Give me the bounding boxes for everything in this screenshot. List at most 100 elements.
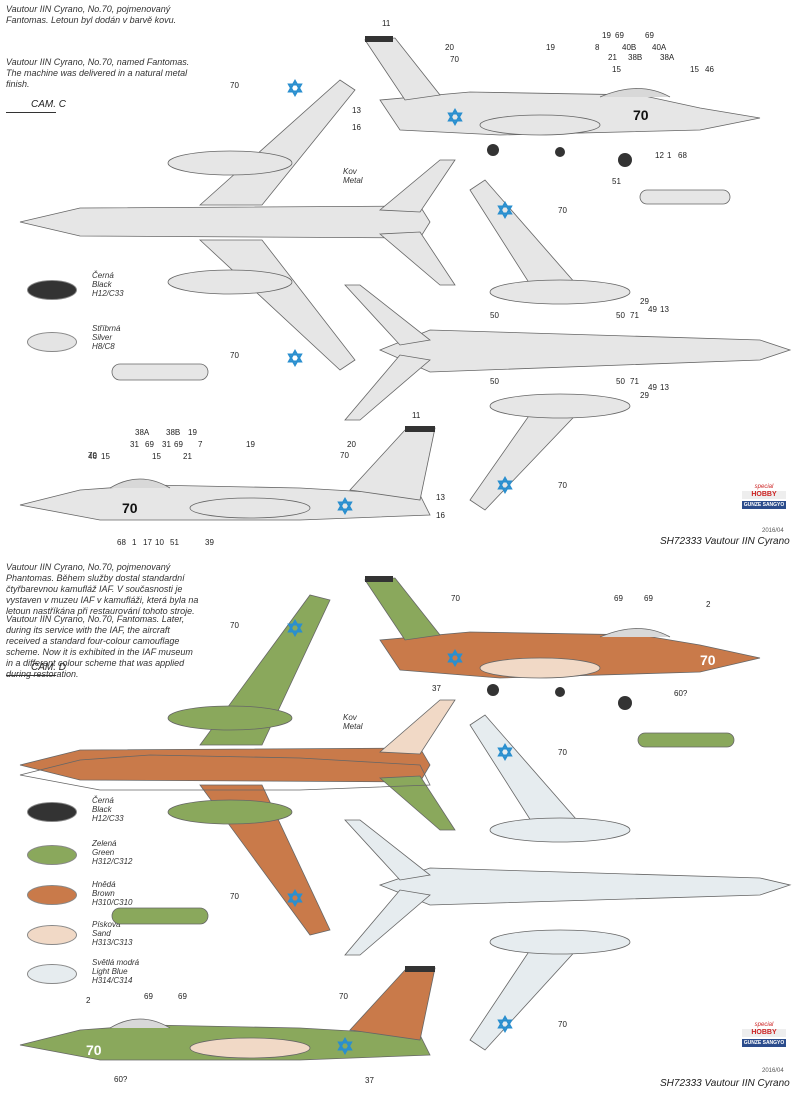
callout-number: 50	[616, 311, 625, 320]
roundel	[288, 350, 302, 366]
swatch-black	[27, 280, 77, 300]
cam-underline	[6, 112, 56, 113]
wheel	[555, 687, 565, 697]
callout-number: 2	[86, 996, 91, 1005]
callout-number: 39	[205, 538, 214, 547]
callout-number: 15	[101, 452, 110, 461]
drop-tank	[637, 732, 735, 748]
callout-number: 13	[660, 305, 669, 314]
drop-tank	[111, 907, 209, 925]
callout-number: 16	[352, 123, 361, 132]
callout-number: 11	[412, 411, 421, 420]
callout-number: 69	[178, 992, 187, 1001]
description-en-bottom: Vautour IIN Cyrano, No.70, Fantomas. Lat…	[6, 614, 193, 679]
callout-number: 60?	[114, 1075, 128, 1084]
callout-number: 19	[602, 31, 611, 40]
callout-number: 70	[230, 621, 239, 630]
callout-number: 29	[640, 391, 649, 400]
callout-number: 38B	[166, 428, 180, 437]
callout-number: 71	[630, 311, 639, 320]
callout-number: 40A	[652, 43, 667, 52]
callout-number: 70	[230, 351, 239, 360]
callout-number: 20	[347, 440, 356, 449]
description-cz-top: Vautour IIN Cyrano, No.70, pojmenovaný F…	[6, 4, 177, 25]
callout-number: 69	[645, 31, 654, 40]
callout-number: 38A	[660, 53, 675, 62]
callout-number: 70	[88, 451, 97, 460]
callout-number: 1	[667, 151, 672, 160]
callout-number: 31	[162, 440, 171, 449]
footer-title-top: SH72333 Vautour IIN Cyrano	[660, 536, 790, 547]
callout-number: 13	[352, 106, 361, 115]
callout-number: 70	[230, 81, 239, 90]
callout-number: 38B	[628, 53, 642, 62]
description-cz-bottom: Vautour IIN Cyrano, No.70, pojmenovaný P…	[6, 562, 199, 616]
callout-number: 12	[655, 151, 664, 160]
wheel	[487, 144, 499, 156]
callout-number: 50	[490, 377, 499, 386]
callout-number: 69	[145, 440, 154, 449]
cam-underline	[6, 675, 56, 676]
planform-top-view-metal	[19, 79, 456, 371]
callout-number: 37	[365, 1076, 374, 1085]
callout-number: 69	[615, 31, 624, 40]
swatch-silver	[27, 332, 77, 352]
wheel	[618, 696, 632, 710]
side-view-metal-left	[19, 427, 436, 521]
callout-number: 51	[170, 538, 179, 547]
logo-bottom: special HOBBY GUNZE SANGYO	[742, 1022, 786, 1047]
callout-number: 21	[183, 452, 192, 461]
fin-tip-black	[405, 426, 435, 432]
wheel	[555, 147, 565, 157]
callout-number: 19	[246, 440, 255, 449]
callout-number: 71	[630, 377, 639, 386]
callout-number: 70	[558, 1020, 567, 1029]
callout-number: 16	[436, 511, 445, 520]
callout-number: 70	[558, 748, 567, 757]
footer-title-bottom: SH72333 Vautour IIN Cyrano	[660, 1078, 790, 1089]
swatch-sand	[27, 925, 77, 945]
wheel	[618, 153, 632, 167]
callout-number: 68	[117, 538, 126, 547]
callout-number: 13	[436, 493, 445, 502]
callout-number: 70	[450, 55, 459, 64]
callout-number: 38A	[135, 428, 150, 437]
callout-number: 69	[174, 440, 183, 449]
description-en-top: Vautour IIN Cyrano, No.70, named Fantoma…	[6, 57, 190, 89]
callout-number: 10	[155, 538, 164, 547]
cam-label-bottom: CAM. D	[31, 662, 66, 673]
callout-number: 69	[614, 594, 623, 603]
nose-number: 70	[122, 500, 138, 516]
fin-tip-black	[405, 966, 435, 972]
fin-tip-black	[365, 36, 393, 42]
callout-number: 31	[130, 440, 139, 449]
callout-number: 46	[88, 452, 97, 461]
callout-number: 37	[432, 684, 441, 693]
callout-number: 70	[230, 892, 239, 901]
nose-number: 70	[86, 1042, 102, 1058]
callout-number: 69	[644, 594, 653, 603]
callout-number: 2	[706, 600, 711, 609]
swatch-green	[27, 845, 77, 865]
callout-number: 70	[558, 206, 567, 215]
fin-tip-black	[365, 576, 393, 582]
callout-number: 7	[198, 440, 203, 449]
callout-number: 70	[451, 594, 460, 603]
date-top: 2016/04	[762, 528, 784, 534]
callout-number: 40B	[622, 43, 636, 52]
callout-number: 1	[132, 538, 137, 547]
swatch-brown	[27, 885, 77, 905]
side-view-metal-right	[364, 37, 761, 136]
callout-number: 60?	[674, 689, 688, 698]
wheel	[487, 684, 499, 696]
callout-number: 17	[143, 538, 152, 547]
swatch-light-blue	[27, 964, 77, 984]
nose-number: 70	[633, 107, 649, 123]
side-view-camo-right	[364, 577, 761, 679]
